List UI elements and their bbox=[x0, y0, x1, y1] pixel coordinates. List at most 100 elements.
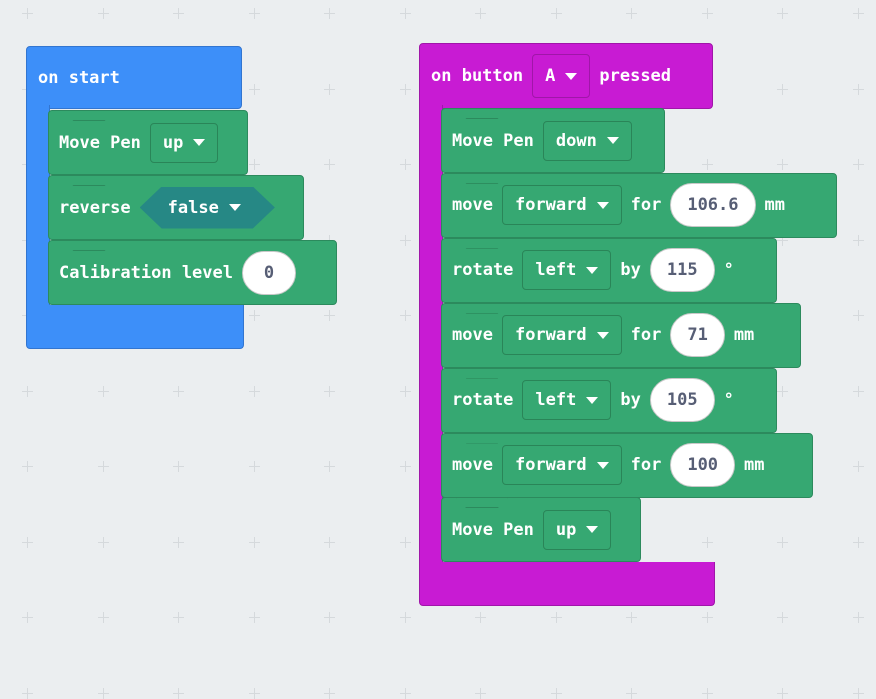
block-label: move bbox=[452, 325, 493, 346]
on-button-label: on button bbox=[431, 66, 524, 86]
dropdown-arrow-icon bbox=[565, 72, 578, 80]
grid-cross bbox=[22, 461, 33, 472]
grid-cross bbox=[173, 612, 184, 623]
on-button-arm bbox=[419, 105, 443, 570]
on-button-footer bbox=[419, 562, 715, 606]
grid-cross bbox=[248, 385, 260, 397]
dropdown-arrow-icon bbox=[596, 201, 609, 209]
move-pen-block[interactable]: Move Pen up bbox=[48, 110, 248, 175]
direction-dropdown[interactable]: left bbox=[522, 250, 612, 291]
grid-cross bbox=[248, 536, 260, 548]
grid-cross bbox=[626, 612, 637, 623]
grid-cross bbox=[399, 159, 411, 170]
grid-cross bbox=[777, 687, 788, 699]
direction-dropdown[interactable]: forward bbox=[501, 445, 622, 485]
move-block[interactable]: move forward for 100 mm bbox=[441, 432, 813, 498]
unit-label: mm bbox=[744, 455, 765, 475]
grid-cross bbox=[248, 83, 260, 95]
grid-cross bbox=[248, 310, 260, 321]
dropdown-value: left bbox=[535, 260, 577, 281]
dropdown-arrow-icon bbox=[596, 461, 609, 469]
grid-cross bbox=[399, 536, 411, 548]
dropdown-value: forward bbox=[514, 195, 587, 216]
reverse-block[interactable]: reverse false bbox=[48, 175, 304, 240]
dropdown-arrow-icon bbox=[229, 204, 241, 211]
calibration-level-block[interactable]: Calibration level 0 bbox=[48, 240, 337, 305]
grid-cross bbox=[852, 385, 864, 397]
block-label: by bbox=[620, 390, 641, 411]
button-dropdown[interactable]: A bbox=[532, 54, 591, 98]
grid-cross bbox=[701, 536, 713, 548]
grid-cross bbox=[173, 687, 184, 699]
grid-cross bbox=[399, 687, 411, 699]
on-start-header[interactable]: on start bbox=[26, 46, 242, 109]
on-start-label: on start bbox=[38, 67, 120, 88]
block-label: for bbox=[630, 455, 662, 475]
on-button-header[interactable]: on button A pressed bbox=[419, 43, 713, 109]
grid-cross bbox=[399, 310, 411, 321]
grid-cross bbox=[475, 8, 486, 19]
grid-cross bbox=[324, 83, 335, 95]
block-label: Move Pen bbox=[59, 132, 141, 153]
block-label: move bbox=[452, 195, 493, 216]
unit-label: ° bbox=[723, 390, 734, 411]
grid-cross bbox=[852, 310, 864, 321]
block-label: Move Pen bbox=[452, 519, 534, 540]
direction-dropdown[interactable]: left bbox=[522, 380, 612, 421]
grid-cross bbox=[852, 159, 864, 170]
angle-input[interactable]: 105 bbox=[649, 378, 715, 423]
move-pen-block[interactable]: Move Pen up bbox=[441, 497, 641, 563]
grid-cross bbox=[324, 461, 335, 472]
grid-cross bbox=[324, 159, 335, 170]
unit-label: mm bbox=[733, 325, 755, 346]
grid-cross bbox=[550, 612, 562, 623]
grid-cross bbox=[22, 687, 33, 699]
dropdown-value: false bbox=[167, 197, 219, 218]
pen-dropdown[interactable]: up bbox=[542, 509, 612, 550]
grid-cross bbox=[701, 8, 713, 19]
grid-cross bbox=[701, 612, 713, 623]
grid-cross bbox=[399, 8, 411, 19]
direction-dropdown[interactable]: forward bbox=[501, 315, 622, 356]
calibration-input[interactable]: 0 bbox=[242, 250, 296, 295]
grid-cross bbox=[324, 385, 335, 397]
grid-cross bbox=[324, 612, 335, 623]
grid-cross bbox=[701, 687, 713, 699]
grid-cross bbox=[777, 612, 788, 623]
grid-cross bbox=[399, 234, 411, 246]
grid-cross bbox=[248, 612, 260, 623]
pen-dropdown[interactable]: down bbox=[542, 120, 632, 161]
pen-dropdown[interactable]: up bbox=[149, 122, 219, 163]
grid-cross bbox=[173, 536, 184, 548]
grid-cross bbox=[324, 687, 335, 699]
distance-input[interactable]: 100 bbox=[670, 443, 736, 487]
grid-cross bbox=[22, 385, 33, 397]
grid-cross bbox=[97, 461, 109, 472]
grid-cross bbox=[173, 8, 184, 19]
grid-cross bbox=[22, 8, 33, 19]
direction-dropdown[interactable]: forward bbox=[501, 185, 622, 226]
grid-cross bbox=[852, 8, 864, 19]
block-label: Calibration level bbox=[59, 262, 233, 283]
grid-cross bbox=[248, 8, 260, 19]
grid-cross bbox=[550, 8, 562, 19]
grid-cross bbox=[852, 234, 864, 246]
dropdown-value: up bbox=[555, 519, 577, 540]
grid-cross bbox=[777, 385, 788, 397]
dropdown-value: up bbox=[162, 132, 184, 153]
move-block[interactable]: move forward for 71 mm bbox=[441, 302, 801, 368]
boolean-dropdown[interactable]: false bbox=[140, 187, 275, 229]
block-label: move bbox=[452, 455, 493, 475]
on-start-footer bbox=[26, 305, 244, 349]
move-pen-block[interactable]: Move Pen down bbox=[441, 108, 665, 173]
dropdown-value: forward bbox=[514, 455, 587, 475]
dropdown-value: A bbox=[545, 66, 556, 86]
block-label: for bbox=[630, 325, 662, 346]
distance-input[interactable]: 71 bbox=[670, 313, 725, 358]
angle-input[interactable]: 115 bbox=[649, 248, 715, 293]
distance-input[interactable]: 106.6 bbox=[670, 183, 756, 228]
grid-cross bbox=[777, 83, 788, 95]
